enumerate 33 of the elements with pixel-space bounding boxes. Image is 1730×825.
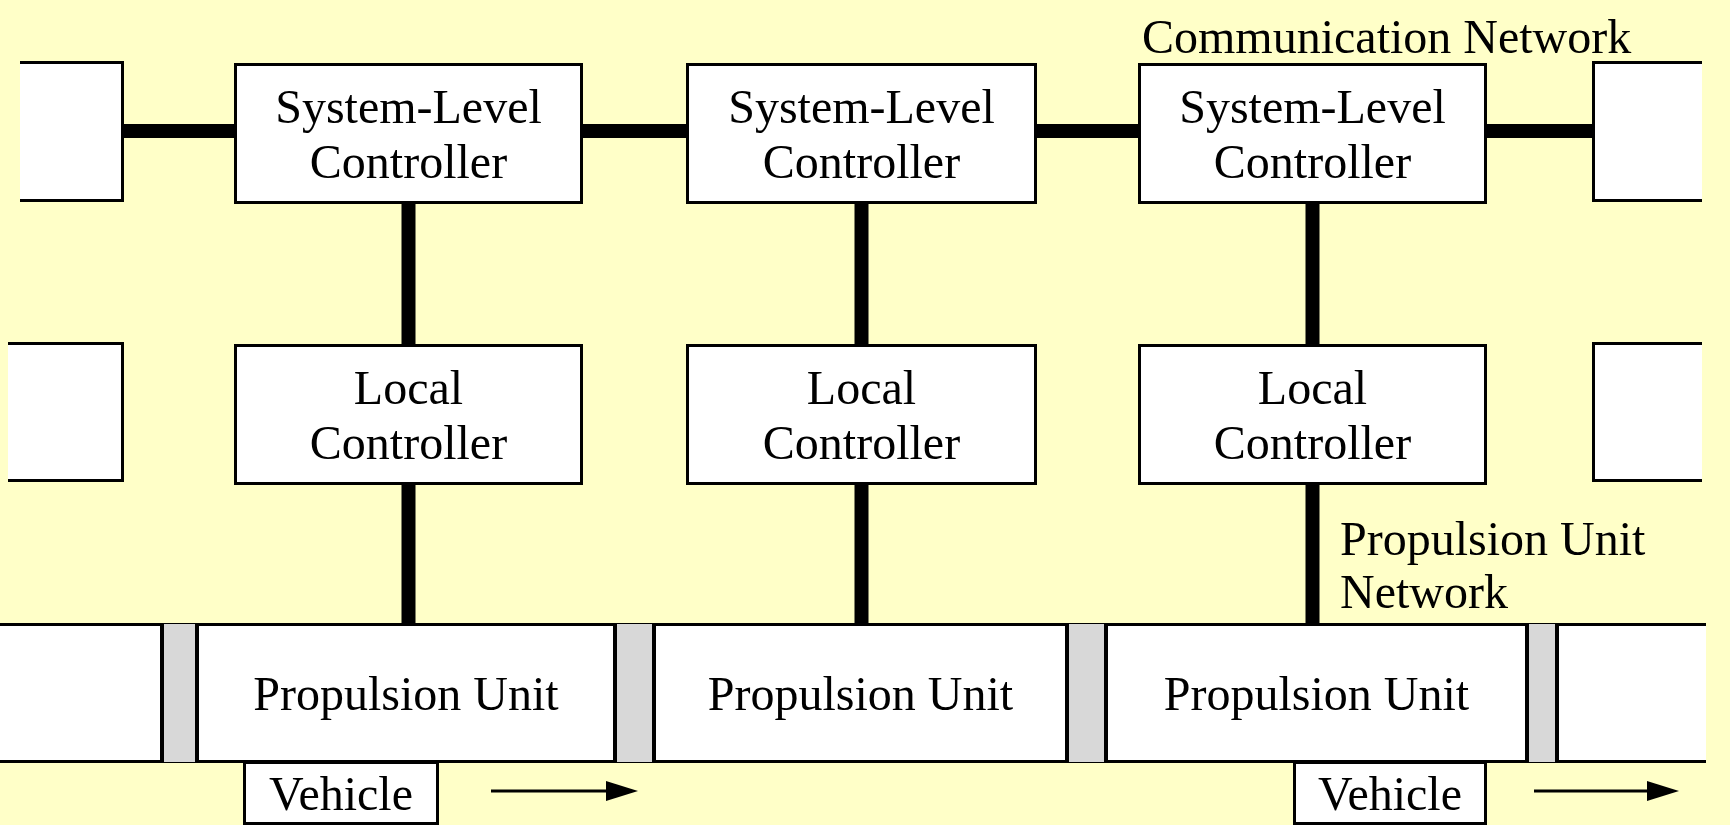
connector-line: [583, 124, 686, 138]
controller-box: Local Controller: [1138, 344, 1487, 485]
open-box: [8, 342, 124, 482]
connector-line: [401, 485, 416, 623]
open-box: [0, 623, 163, 763]
coupler: [163, 623, 196, 763]
open-box: [1592, 342, 1702, 482]
connector-line: [401, 204, 416, 344]
open-box: [1592, 61, 1702, 202]
controller-box: Local Controller: [686, 344, 1037, 485]
connector-line: [1037, 124, 1138, 138]
network-label: Propulsion Unit Network: [1340, 512, 1647, 618]
propulsion-unit-box: Propulsion Unit: [196, 623, 616, 763]
coupler: [1068, 623, 1105, 763]
vehicle-box: Vehicle: [1293, 761, 1487, 825]
controller-box: System-Level Controller: [234, 63, 583, 204]
connector-line: [1305, 204, 1320, 344]
controller-box: Local Controller: [234, 344, 583, 485]
controller-box: System-Level Controller: [1138, 63, 1487, 204]
coupler: [1528, 623, 1556, 763]
connector-line: [854, 485, 869, 623]
connector-line: [124, 124, 234, 138]
open-box: [1556, 623, 1706, 763]
network-label: Communication Network: [1142, 10, 1632, 63]
connector-line: [854, 204, 869, 344]
controller-box: System-Level Controller: [686, 63, 1037, 204]
vehicle-box: Vehicle: [243, 761, 439, 825]
connector-line: [1305, 485, 1320, 623]
connector-line: [1487, 124, 1592, 138]
propulsion-unit-box: Propulsion Unit: [653, 623, 1068, 763]
open-box: [20, 61, 124, 202]
propulsion-unit-box: Propulsion Unit: [1105, 623, 1528, 763]
coupler: [616, 623, 653, 763]
